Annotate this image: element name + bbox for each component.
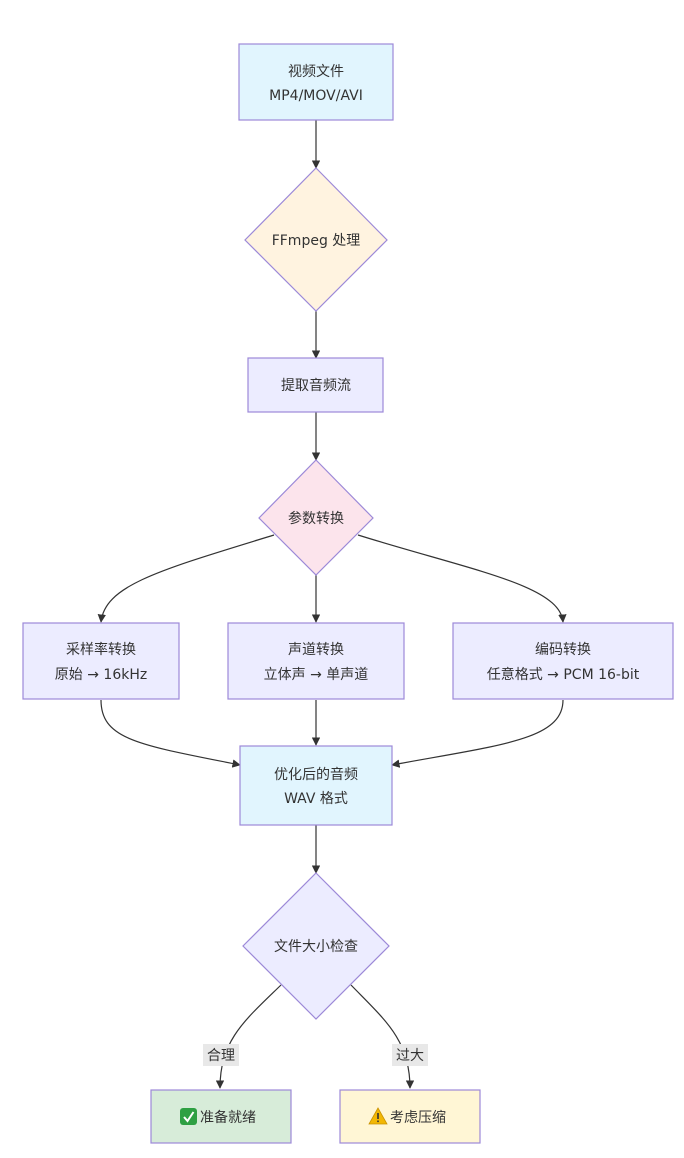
- edge-label-reasonable: 合理: [203, 1044, 239, 1066]
- edge-sizecheck-to-ready: [215, 984, 282, 1089]
- node-channel: 声道转换 立体声 → 单声道: [227, 622, 405, 700]
- node-sample-rate-box: [22, 622, 180, 700]
- node-channel-line-2: 立体声 → 单声道: [264, 667, 369, 683]
- node-ready: 准备就绪: [150, 1089, 292, 1144]
- node-video-file: 视频文件 MP4/MOV/AVI: [238, 43, 394, 121]
- node-optimized-line-2: WAV 格式: [284, 791, 348, 807]
- node-size-check-label: 文件大小检查: [274, 939, 358, 955]
- node-sample-rate-line-2: 原始 → 16kHz: [55, 667, 147, 683]
- node-optimized-box: [239, 745, 393, 826]
- edge-encoding-to-optimized: [391, 699, 564, 768]
- node-ffmpeg: FFmpeg 处理: [244, 167, 388, 312]
- node-ready-box: [150, 1089, 292, 1144]
- node-compress-label: 考虑压缩: [390, 1110, 446, 1126]
- node-video-file-line-1: 视频文件: [288, 64, 344, 80]
- node-compress-box: [339, 1089, 481, 1144]
- node-extract-audio-box: [247, 357, 384, 413]
- node-video-file-line-2: MP4/MOV/AVI: [269, 88, 363, 104]
- node-compress: 考虑压缩: [339, 1089, 481, 1144]
- edge-label-too-large: 过大: [392, 1044, 428, 1066]
- node-ffmpeg-diamond: [244, 167, 388, 312]
- node-channel-line-1: 声道转换: [288, 641, 344, 658]
- node-size-check: 文件大小检查: [242, 872, 390, 1020]
- node-channel-box: [227, 622, 405, 700]
- node-optimized: 优化后的音频 WAV 格式: [239, 745, 393, 826]
- node-size-check-diamond: [242, 872, 390, 1020]
- edge-label-reasonable-text: 合理: [207, 1048, 235, 1064]
- edge-label-too-large-text: 过大: [396, 1048, 424, 1064]
- node-encoding: 编码转换 任意格式 → PCM 16-bit: [452, 622, 674, 700]
- edges: [97, 120, 567, 1089]
- node-video-file-box: [238, 43, 394, 121]
- node-ready-label: 准备就绪: [200, 1109, 256, 1126]
- node-encoding-line-1: 编码转换: [535, 641, 591, 658]
- node-ffmpeg-label: FFmpeg 处理: [272, 233, 361, 249]
- node-encoding-line-2: 任意格式 → PCM 16-bit: [487, 666, 640, 683]
- check-mark-icon: [180, 1108, 197, 1125]
- node-extract-audio-label: 提取音频流: [281, 377, 351, 394]
- edge-param-to-samplerate: [97, 534, 275, 623]
- warning-icon: [368, 1107, 388, 1125]
- edge-param-to-encoding: [357, 534, 567, 623]
- edge-sizecheck-to-compress: [350, 984, 415, 1089]
- node-param-convert: 参数转换: [258, 459, 374, 576]
- node-param-convert-diamond: [258, 459, 374, 576]
- node-optimized-line-1: 优化后的音频: [274, 766, 358, 783]
- edge-samplerate-to-optimized: [100, 699, 241, 768]
- node-sample-rate: 采样率转换 原始 → 16kHz: [22, 622, 180, 700]
- node-sample-rate-line-1: 采样率转换: [66, 641, 136, 658]
- node-extract-audio: 提取音频流: [247, 357, 384, 413]
- node-param-convert-label: 参数转换: [288, 510, 344, 527]
- node-encoding-box: [452, 622, 674, 700]
